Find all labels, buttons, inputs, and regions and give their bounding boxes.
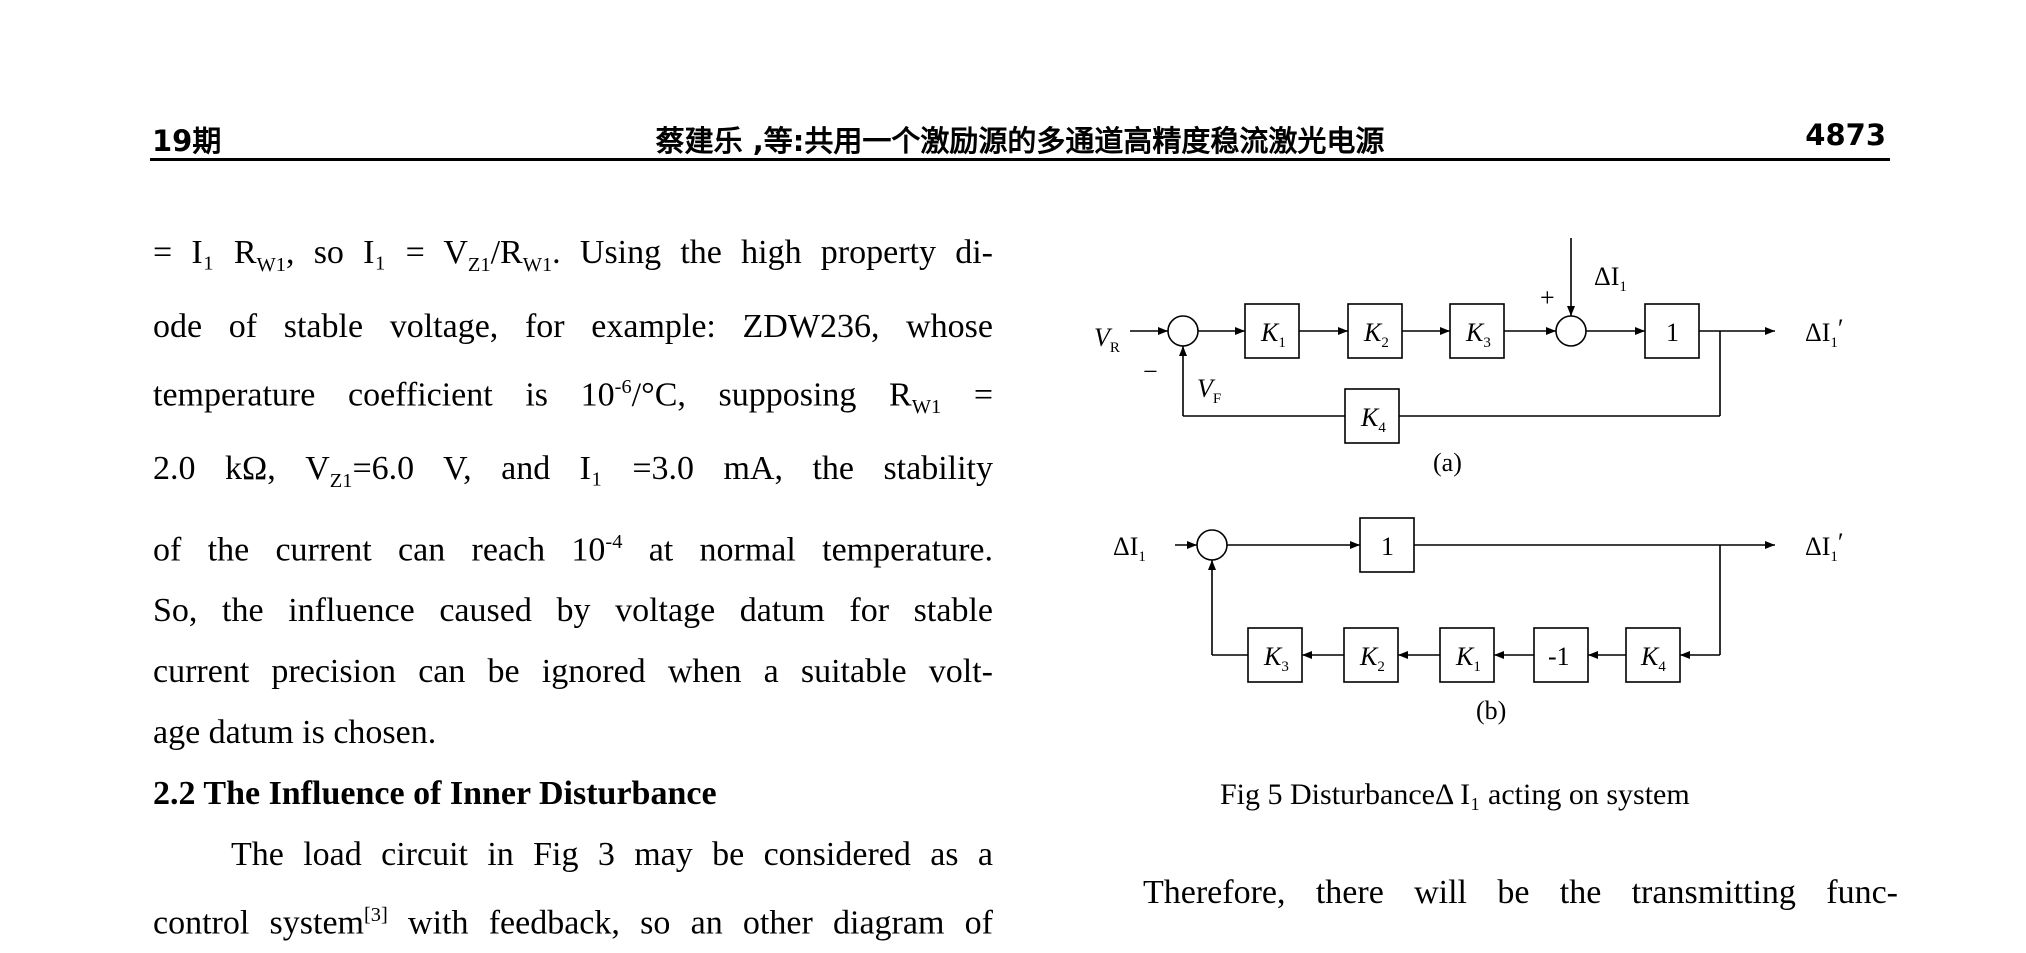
text-block-b-k3: K3 (1263, 642, 1289, 675)
left-column: = I₁ RW1, so I₁ = VZ1/RW1. Using the hig… (153, 222, 993, 953)
label-a-input: VR (1094, 323, 1120, 356)
sum-junction-a1 (1167, 315, 1199, 347)
label-b-output: ΔI1′ (1805, 528, 1844, 565)
text-block-a-k2: K2 (1363, 318, 1389, 351)
running-title: 蔡建乐 ,等:共用一个激励源的多通道高精度稳流激光电源 (655, 124, 1385, 158)
text-line-4: 2.0 kΩ, VZ1=6.0 V, and I₁ =3.0 mA, the s… (153, 449, 994, 492)
text-line-7: current precision can be ignored when a … (153, 653, 993, 691)
label-a-output: ΔI1′ (1805, 314, 1844, 351)
text-line-2: ode of stable voltage, for example: ZDW2… (153, 307, 993, 345)
text-block-b-neg-one: -1 (1548, 642, 1570, 671)
page-header: 19期 蔡建乐 ,等:共用一个激励源的多通道高精度稳流激光电源 4873 (150, 118, 1890, 161)
sum-junction-a2 (1555, 315, 1587, 347)
text-block-b-unity: 1 (1381, 532, 1394, 561)
text-line-6: So, the influence caused by voltage datu… (153, 592, 993, 630)
label-b-input: ΔI1 (1113, 532, 1146, 565)
text-line-5: of the current can reach 10-4 at normal … (153, 530, 993, 569)
issue-label: 19期 (152, 124, 222, 158)
text-line-1: = I₁ RW1, so I₁ = VZ1/RW1. Using the hig… (153, 234, 993, 276)
label-a-minus: − (1143, 357, 1158, 386)
section-heading: 2.2 The Influence of Inner Disturbance (153, 775, 717, 813)
right-column-text: Therefore, there will be the transmittin… (1143, 874, 1898, 911)
text-block-a-k3: K3 (1465, 318, 1491, 351)
label-a-feedback: VF (1197, 374, 1221, 407)
text-block-b-k2: K2 (1359, 642, 1385, 675)
text-block-a-k4: K4 (1360, 403, 1386, 436)
text-line-10: The load circuit in Fig 3 may be conside… (231, 836, 993, 874)
page-number: 4873 (1805, 118, 1886, 152)
text-line-8: age datum is chosen. (153, 714, 437, 752)
label-a-disturbance: ΔI1 (1594, 262, 1627, 295)
figure-block-diagrams: VR − VF + ΔI1 K1 K2 K3 1 K4 ΔI1′ (a) ΔI1… (1094, 238, 1844, 725)
text-block-a-k1: K1 (1260, 318, 1286, 351)
text-block-a-unity: 1 (1666, 318, 1679, 347)
figure-caption: Fig 5 DisturbanceΔ I₁ acting on system (1220, 778, 1690, 811)
text-block-b-k4: K4 (1640, 642, 1666, 675)
label-a-plus: + (1540, 283, 1555, 312)
text-block-b-k1: K1 (1455, 642, 1481, 675)
text-line-3: temperature coefficient is 10-6/°C, supp… (153, 375, 994, 418)
label-fig-b: (b) (1476, 696, 1506, 725)
label-fig-a: (a) (1433, 448, 1462, 477)
sum-junction-b (1196, 529, 1228, 561)
